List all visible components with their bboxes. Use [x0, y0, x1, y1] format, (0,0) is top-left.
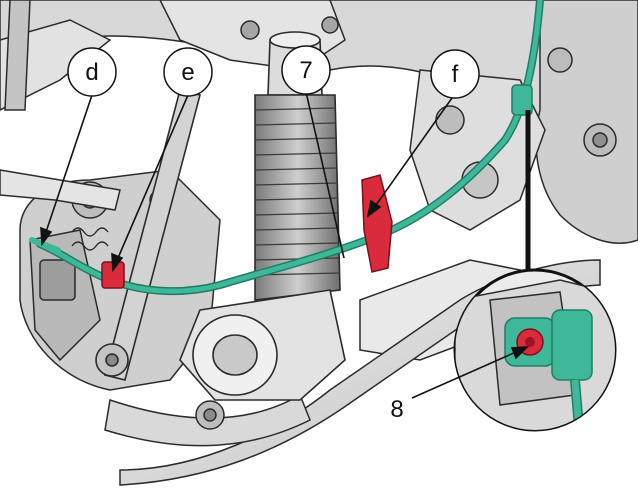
shock-absorber	[179, 31, 346, 401]
callout-8: 8	[390, 396, 403, 423]
callout-8-label: 8	[390, 396, 403, 423]
clip-f	[361, 174, 393, 273]
zoom-detail	[453, 110, 617, 432]
callout-7-label: 7	[299, 57, 312, 84]
callout-f-label: f	[452, 61, 459, 88]
callout-d: d	[67, 47, 117, 97]
callout-e: e	[163, 47, 213, 97]
leader-lines	[40, 91, 530, 399]
callout-d-label: d	[85, 59, 98, 86]
lower-control-arm	[104, 259, 601, 486]
callout-e-label: e	[181, 59, 194, 86]
callout-7: 7	[281, 45, 331, 95]
callout-f: f	[430, 49, 480, 99]
